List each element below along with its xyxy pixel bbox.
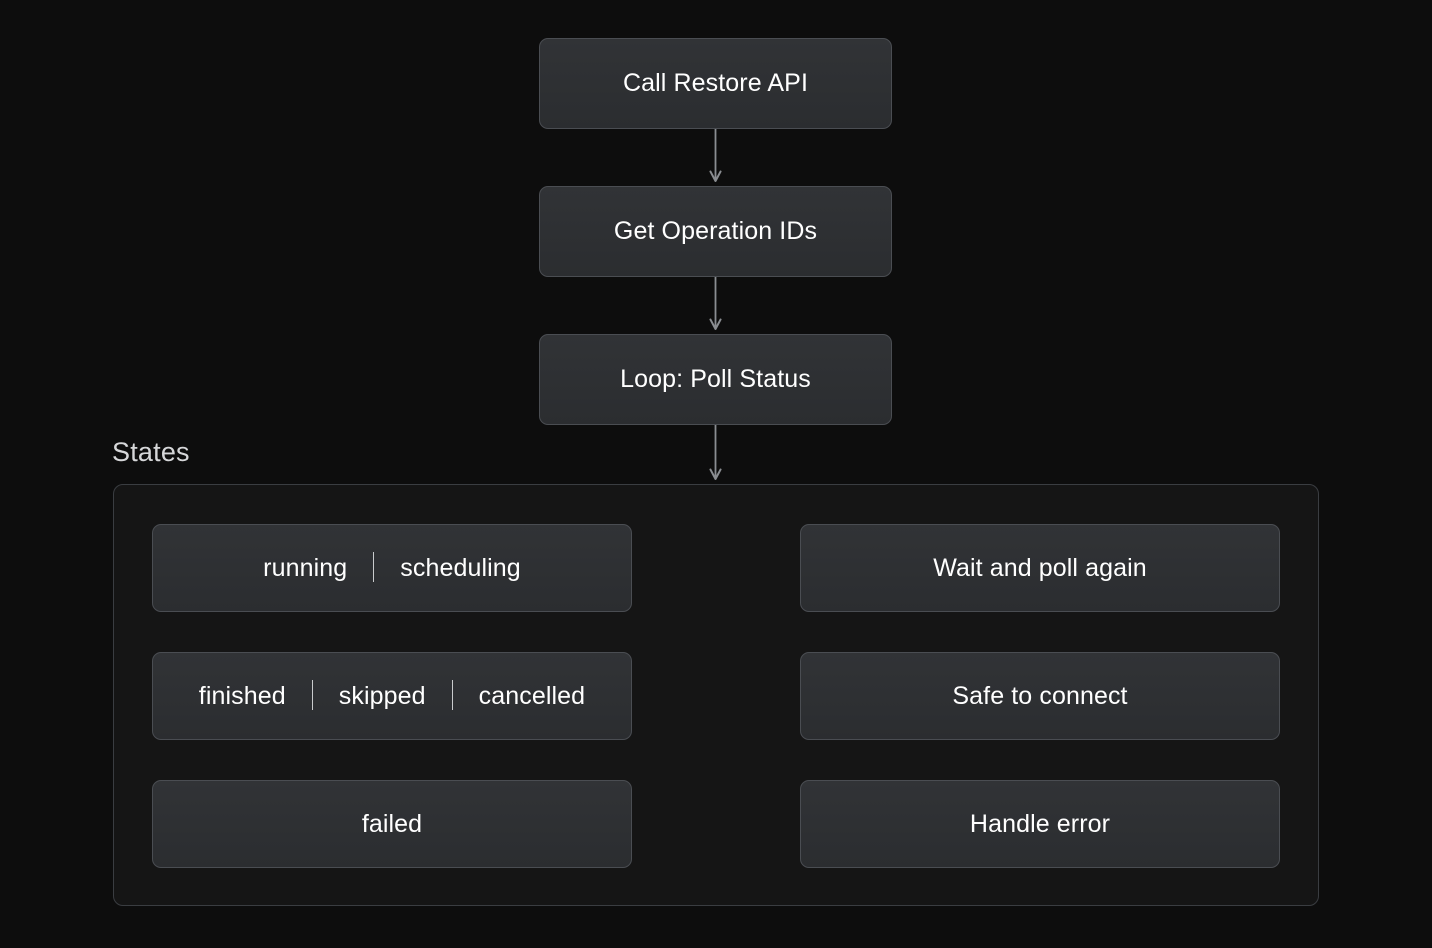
node-wait-and-poll-again-label: Wait and poll again xyxy=(933,553,1147,582)
node-loop-poll-status[interactable]: Loop: Poll Status xyxy=(539,334,892,425)
states-subgraph-title: States xyxy=(112,437,190,467)
state-label-running: running xyxy=(263,553,348,582)
node-handle-error-label: Handle error xyxy=(969,809,1111,838)
node-loop-poll-status-label: Loop: Poll Status xyxy=(620,365,811,393)
state-separator-icon xyxy=(451,680,453,710)
node-safe-to-connect[interactable]: Safe to connect xyxy=(800,652,1280,740)
node-get-operation-ids[interactable]: Get Operation IDs xyxy=(539,186,892,277)
node-state-finished-skipped-cancelled[interactable]: finished skipped cancelled xyxy=(152,652,632,740)
node-call-restore-api[interactable]: Call Restore API xyxy=(539,38,892,129)
node-wait-and-poll-again[interactable]: Wait and poll again xyxy=(800,524,1280,612)
node-handle-error[interactable]: Handle error xyxy=(800,780,1280,868)
state-label-skipped: skipped xyxy=(338,681,426,710)
node-call-restore-api-label: Call Restore API xyxy=(622,69,808,97)
state-label-failed: failed xyxy=(361,809,423,838)
state-separator-icon xyxy=(311,680,313,710)
state-label-cancelled: cancelled xyxy=(478,681,586,710)
state-label-finished: finished xyxy=(198,681,286,710)
node-get-operation-ids-label: Get Operation IDs xyxy=(613,217,818,245)
state-separator-icon xyxy=(373,552,375,582)
state-label-scheduling: scheduling xyxy=(400,553,521,582)
node-state-failed[interactable]: failed xyxy=(152,780,632,868)
node-state-running-scheduling[interactable]: running scheduling xyxy=(152,524,632,612)
node-safe-to-connect-label: Safe to connect xyxy=(952,681,1128,710)
